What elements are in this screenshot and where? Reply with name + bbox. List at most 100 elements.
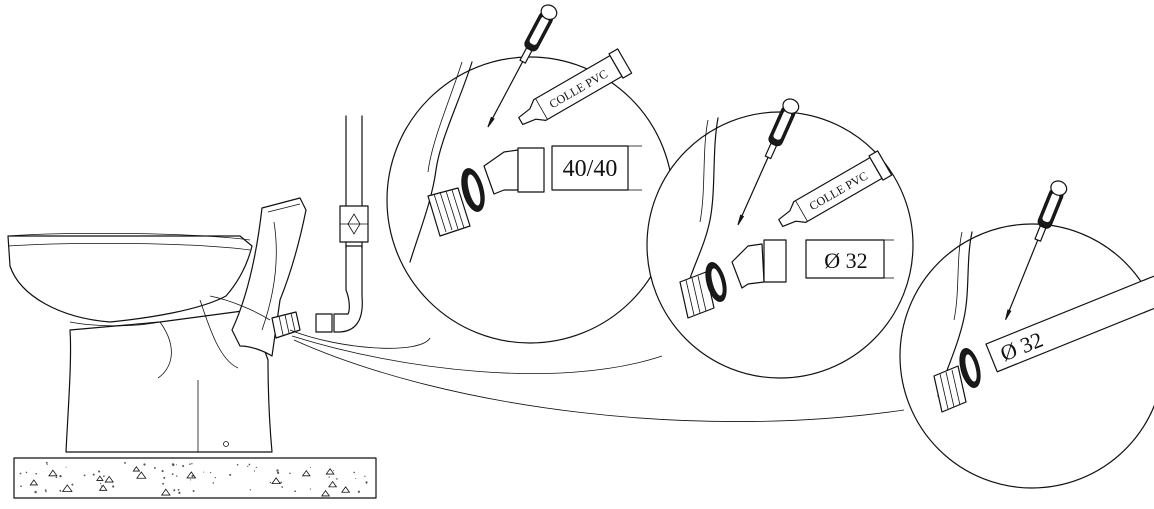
- aggregate-speck: [229, 473, 232, 476]
- pipe-elbow: [333, 245, 363, 333]
- aggregate-speck: [289, 472, 291, 475]
- aggregate-speck: [212, 482, 215, 484]
- ribbed-spigot-2: [679, 271, 715, 319]
- aggregate-speck: [83, 474, 86, 477]
- aggregate-stone: [29, 479, 39, 486]
- aggregate-speck: [163, 476, 166, 479]
- detail-circle-2: Ø 32 COLLE PVC: [646, 98, 914, 379]
- fixing-bolt: [223, 441, 229, 447]
- ribbed-spigot-1: [427, 187, 471, 237]
- aggregate-speck: [124, 461, 126, 464]
- pipe-40-label-box: 40/40: [551, 145, 642, 191]
- aggregate-stone: [132, 466, 141, 472]
- aggregate-stone: [98, 484, 108, 491]
- aggregate-speck: [34, 490, 37, 494]
- aggregate-speck: [309, 466, 311, 468]
- aggregate-stone: [61, 484, 73, 492]
- aggregate-speck: [336, 478, 338, 480]
- pipe-32-label-box-1: Ø 32: [805, 239, 894, 279]
- aggregate-stone: [320, 489, 331, 497]
- aggregate-stone: [271, 477, 282, 485]
- aggregate-speck: [100, 485, 102, 487]
- aggregate-speck: [209, 471, 212, 474]
- aggregate-speck: [171, 473, 174, 475]
- aggregate-speck: [46, 463, 48, 465]
- aggregate-speck: [71, 483, 74, 486]
- toilet-pedestal: [65, 309, 273, 453]
- aggregate-speck: [249, 489, 252, 491]
- aggregate-stone: [136, 471, 147, 479]
- pipe-diameter-32-label: Ø 32: [824, 248, 867, 273]
- aggregate-speck: [190, 479, 192, 481]
- aggregate-speck: [191, 463, 193, 465]
- aggregate-speck: [153, 466, 156, 469]
- aggregate-speck: [276, 469, 279, 472]
- detail-circle-1: 40/40 COLLE PVC: [386, 4, 674, 344]
- macerator-unit: [231, 197, 307, 357]
- aggregate-speck: [176, 475, 178, 477]
- detail-circle-3: Ø 32: [899, 180, 1154, 489]
- aggregate-speck: [248, 463, 251, 466]
- connector-sleeve: [315, 313, 333, 333]
- screwdriver-icon: [737, 98, 800, 226]
- aggregate-speck: [59, 489, 62, 492]
- aggregate-speck: [175, 464, 178, 466]
- aggregate-speck: [59, 475, 62, 478]
- aggregate-speck: [255, 466, 257, 469]
- aggregate-speck: [173, 489, 176, 492]
- aggregate-stone: [96, 475, 104, 481]
- aggregate-speck: [365, 482, 368, 484]
- aggregate-speck: [280, 481, 282, 484]
- aggregate-speck: [171, 463, 175, 466]
- aggregate-speck: [92, 473, 95, 476]
- pipe-diameter-40-label: 40/40: [563, 156, 618, 182]
- screwdriver-icon: [1005, 180, 1068, 321]
- aggregate-speck: [189, 463, 191, 465]
- aggregate-speck: [55, 476, 58, 479]
- aggregate-speck: [269, 481, 272, 484]
- aggregate-speck: [20, 485, 22, 488]
- aggregate-speck: [253, 470, 256, 472]
- aggregate-stone: [325, 468, 335, 475]
- aggregate-speck: [281, 486, 284, 488]
- aggregate-speck: [182, 464, 185, 468]
- aggregate-speck: [191, 474, 194, 478]
- concrete-floor: [13, 457, 377, 499]
- aggregate-speck: [328, 476, 330, 478]
- ribbed-spigot-3: [933, 365, 967, 413]
- aggregate-stone: [328, 480, 338, 488]
- vertical-stack: [339, 115, 369, 249]
- screwdriver-icon: [487, 4, 558, 128]
- aggregate-stone: [104, 475, 115, 483]
- aggregate-speck: [178, 491, 181, 495]
- aggregate-speck: [45, 461, 48, 464]
- aggregate-speck: [112, 485, 115, 488]
- aggregate-stone: [160, 488, 171, 496]
- aggregate-speck: [143, 463, 146, 466]
- aggregate-speck: [355, 477, 357, 480]
- aggregate-speck: [309, 488, 311, 490]
- aggregate-speck: [192, 490, 195, 492]
- aggregate-speck: [100, 482, 102, 485]
- aggregate-speck: [236, 464, 239, 466]
- aggregate-speck: [276, 471, 280, 474]
- aggregate-speck: [294, 490, 296, 493]
- aggregate-speck: [177, 488, 180, 491]
- aggregate-speck: [65, 466, 67, 468]
- aggregate-speck: [98, 470, 101, 473]
- aggregate-speck: [44, 489, 47, 492]
- aggregate-speck: [19, 472, 22, 475]
- aggregate-speck: [103, 475, 105, 478]
- aggregate-speck: [25, 471, 28, 474]
- callout-leaders: [289, 329, 905, 422]
- aggregate-speck: [214, 476, 216, 479]
- aggregate-speck: [161, 470, 164, 473]
- floor-aggregate-pattern: [19, 461, 368, 497]
- aggregate-speck: [332, 469, 335, 472]
- aggregate-stone: [341, 486, 351, 493]
- aggregate-stone: [48, 469, 58, 477]
- aggregate-speck: [203, 471, 205, 473]
- aggregate-speck: [364, 475, 366, 477]
- toilet-bowl: [7, 235, 253, 323]
